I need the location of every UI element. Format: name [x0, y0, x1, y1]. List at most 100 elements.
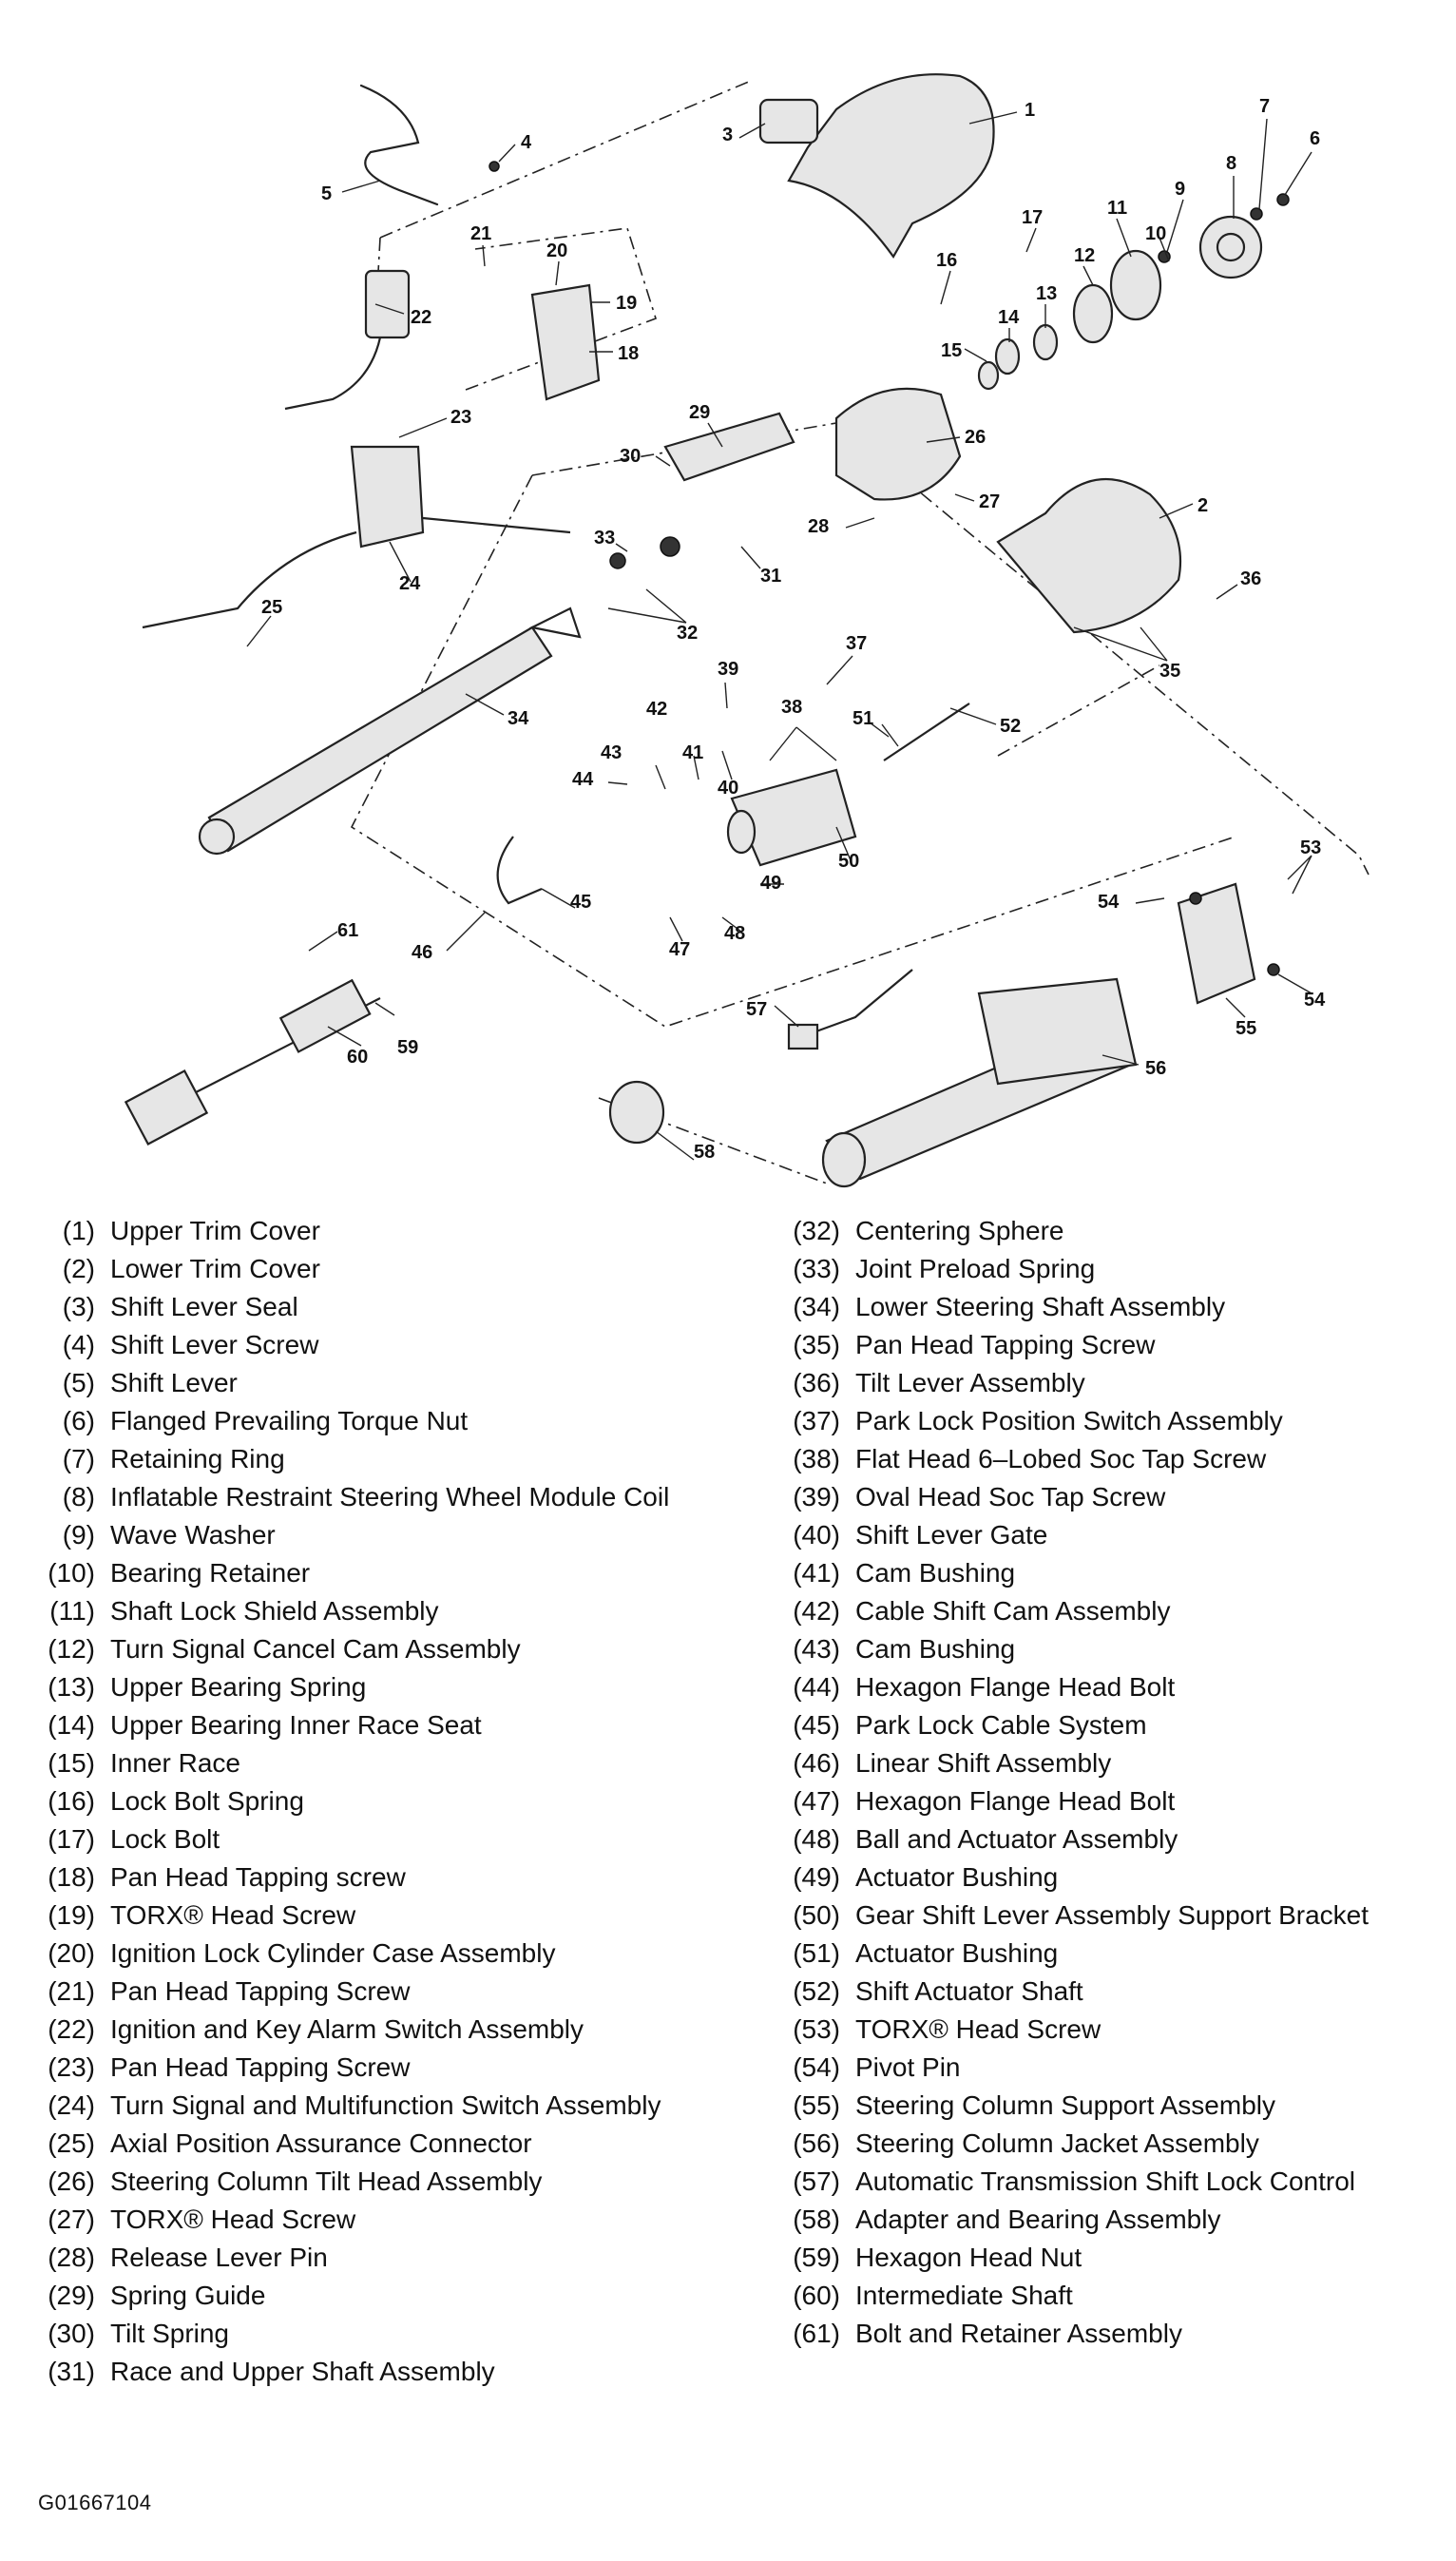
legend-item-label: Intermediate Shaft	[855, 2281, 1073, 2310]
legend-item: (9)Wave Washer	[32, 1519, 736, 1550]
legend-left-column: (1)Upper Trim Cover(2)Lower Trim Cover(3…	[32, 1215, 736, 2394]
legend-item: (26)Steering Column Tilt Head Assembly	[32, 2166, 736, 2197]
legend-item-label: Pan Head Tapping Screw	[855, 1330, 1156, 1359]
callout-11: 11	[1107, 198, 1127, 219]
legend-item-number: (60)	[793, 2281, 840, 2310]
legend-item-number: (1)	[62, 1216, 95, 1245]
callout-60: 60	[347, 1047, 368, 1068]
legend-item: (19)TORX® Head Screw	[32, 1899, 736, 1931]
legend-item-number: (26)	[48, 2166, 95, 2196]
legend-item: (45)Park Lock Cable System	[779, 1709, 1445, 1741]
legend-item-label: Ignition Lock Cylinder Case Assembly	[110, 1938, 556, 1968]
legend-item-label: Park Lock Position Switch Assembly	[855, 1406, 1283, 1435]
callout-55: 55	[1236, 1018, 1256, 1039]
legend-item-label: Hexagon Flange Head Bolt	[855, 1672, 1176, 1702]
legend-item: (8)Inflatable Restraint Steering Wheel M…	[32, 1481, 736, 1512]
legend-item-number: (22)	[48, 2014, 95, 2044]
callout-27: 27	[979, 491, 1000, 512]
legend-item-number: (11)	[49, 1596, 95, 1626]
legend-item-number: (20)	[48, 1938, 95, 1968]
legend-item-label: Bolt and Retainer Assembly	[855, 2319, 1182, 2348]
legend-item-number: (36)	[793, 1368, 840, 1397]
callout-28: 28	[808, 516, 829, 537]
legend-item: (15)Inner Race	[32, 1747, 736, 1779]
legend-item-label: Pan Head Tapping screw	[110, 1862, 406, 1892]
legend-item-label: Shift Lever Screw	[110, 1330, 319, 1359]
legend-item-number: (48)	[793, 1824, 840, 1854]
legend-item-number: (50)	[793, 1900, 840, 1930]
legend-item-number: (38)	[793, 1444, 840, 1473]
legend-item-number: (10)	[48, 1558, 95, 1588]
figure-id: G01667104	[38, 2491, 152, 2514]
legend-item-label: Race and Upper Shaft Assembly	[110, 2357, 495, 2386]
legend-item: (27)TORX® Head Screw	[32, 2204, 736, 2235]
legend-item-label: Pivot Pin	[855, 2052, 961, 2082]
legend-item: (36)Tilt Lever Assembly	[779, 1367, 1445, 1398]
callout-43: 43	[601, 742, 622, 763]
callout-3: 3	[722, 125, 733, 145]
legend-item: (11)Shaft Lock Shield Assembly	[32, 1595, 736, 1627]
legend-item-label: Ball and Actuator Assembly	[855, 1824, 1178, 1854]
legend-item-label: Pan Head Tapping Screw	[110, 2052, 411, 2082]
callout-36: 36	[1240, 568, 1261, 589]
legend-item-number: (54)	[793, 2052, 840, 2082]
legend-item-number: (16)	[48, 1786, 95, 1816]
callout-37: 37	[846, 633, 867, 654]
legend-item: (40)Shift Lever Gate	[779, 1519, 1445, 1550]
legend-item-number: (7)	[62, 1444, 95, 1473]
legend-item: (6)Flanged Prevailing Torque Nut	[32, 1405, 736, 1436]
callout-1: 1	[1025, 100, 1035, 121]
legend-item-label: Steering Column Jacket Assembly	[855, 2128, 1259, 2158]
legend-item: (39)Oval Head Soc Tap Screw	[779, 1481, 1445, 1512]
legend-item: (44) Hexagon Flange Head Bolt	[779, 1671, 1445, 1703]
legend-item-label: Cable Shift Cam Assembly	[855, 1596, 1171, 1626]
legend-item-label: Oval Head Soc Tap Screw	[855, 1482, 1166, 1512]
legend-item: (30)Tilt Spring	[32, 2318, 736, 2349]
legend-item-label: Ignition and Key Alarm Switch Assembly	[110, 2014, 584, 2044]
legend-item-number: (9)	[62, 1520, 95, 1550]
legend-item: (42)Cable Shift Cam Assembly	[779, 1595, 1445, 1627]
legend-item-label: Upper Bearing Inner Race Seat	[110, 1710, 482, 1740]
legend-item: (31)Race and Upper Shaft Assembly	[32, 2356, 736, 2387]
legend-item: (41)Cam Bushing	[779, 1557, 1445, 1589]
legend-item-number: (18)	[48, 1862, 95, 1892]
callout-18: 18	[618, 343, 639, 364]
callout-46: 46	[412, 942, 432, 963]
callout-42: 42	[646, 699, 667, 720]
legend-item-number: (40)	[793, 1520, 840, 1550]
legend-item-number: (6)	[62, 1406, 95, 1435]
legend-item-label: Axial Position Assurance Connector	[110, 2128, 532, 2158]
callout-2: 2	[1197, 495, 1208, 516]
legend-item-label: Flat Head 6–Lobed Soc Tap Screw	[855, 1444, 1267, 1473]
legend-item-label: TORX® Head Screw	[855, 2014, 1102, 2044]
legend-item-number: (56)	[793, 2128, 840, 2158]
legend-item-number: (45)	[793, 1710, 840, 1740]
callout-56: 56	[1145, 1058, 1166, 1079]
legend-item-label: Adapter and Bearing Assembly	[855, 2205, 1221, 2234]
legend-item-number: (44)	[793, 1672, 840, 1702]
legend-item: (2)Lower Trim Cover	[32, 1253, 736, 1284]
legend-item-label: Actuator Bushing	[855, 1862, 1059, 1892]
legend-item-number: (4)	[62, 1330, 95, 1359]
legend-item: (43)Cam Bushing	[779, 1633, 1445, 1665]
legend-item-label: Gear Shift Lever Assembly Support Bracke…	[855, 1900, 1370, 1930]
callout-34: 34	[508, 708, 529, 729]
legend-item-label: Automatic Transmission Shift Lock Contro…	[855, 2166, 1355, 2196]
legend-item-number: (51)	[793, 1938, 840, 1968]
legend-item-label: TORX® Head Screw	[110, 1900, 356, 1930]
legend-item: (14)Upper Bearing Inner Race Seat	[32, 1709, 736, 1741]
legend-item-label: Joint Preload Spring	[855, 1254, 1096, 1283]
legend-item-number: (8)	[62, 1482, 95, 1512]
legend-item-number: (24)	[48, 2090, 95, 2120]
legend-item: (28)Release Lever Pin	[32, 2242, 736, 2273]
legend-item-label: Hexagon Head Nut	[855, 2243, 1082, 2272]
callout-29: 29	[689, 402, 710, 423]
callout-38: 38	[781, 697, 802, 718]
legend-item-number: (13)	[48, 1672, 95, 1702]
legend-item-number: (25)	[48, 2128, 95, 2158]
callout-20: 20	[546, 241, 567, 261]
callout-16: 16	[936, 250, 957, 271]
legend-item-label: TORX® Head Screw	[110, 2205, 356, 2234]
legend-item-label: Spring Guide	[110, 2281, 266, 2310]
legend-item-number: (61)	[793, 2319, 840, 2348]
